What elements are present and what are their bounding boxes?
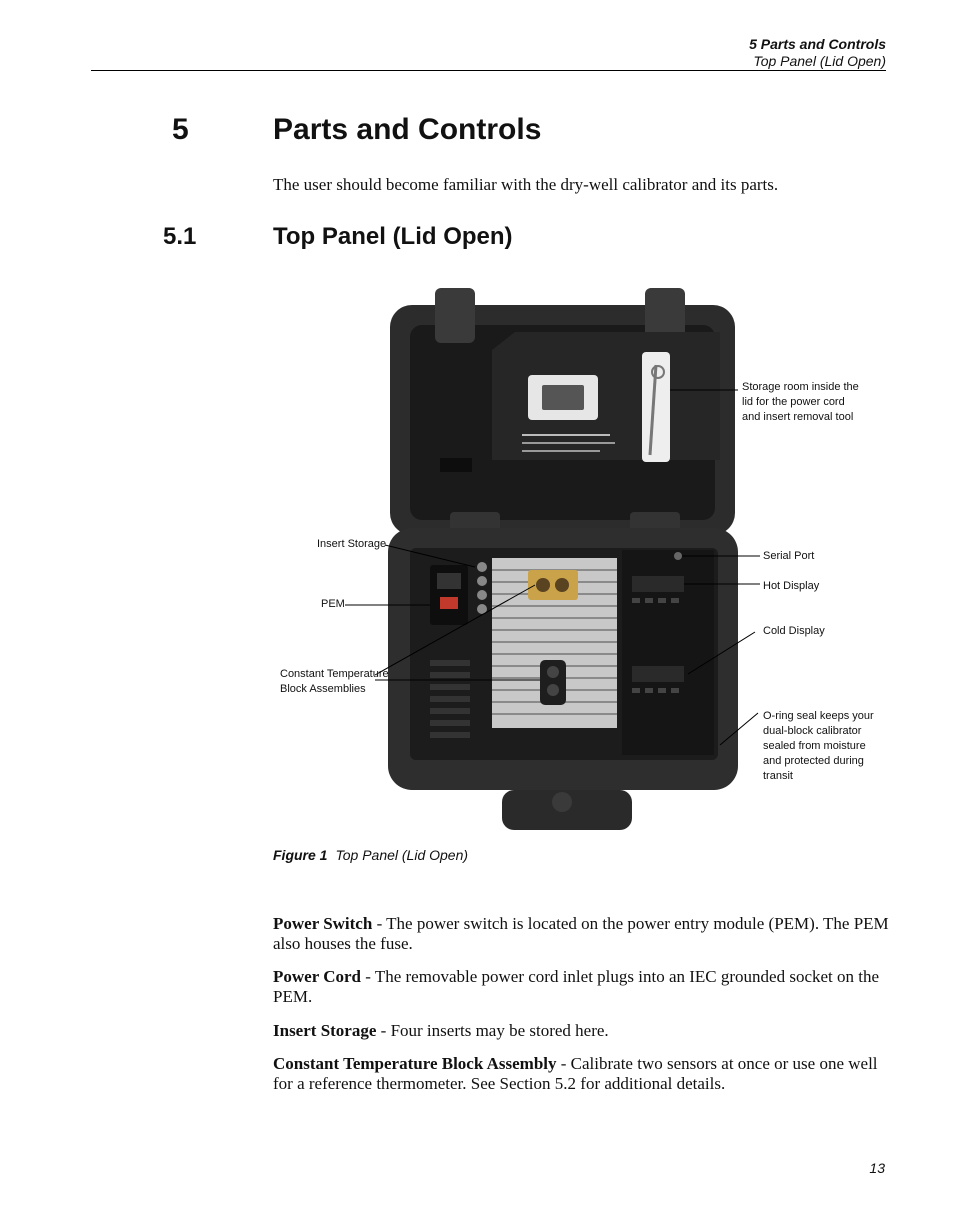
term-block-assembly: Constant Temperature Block Assembly	[273, 1054, 557, 1073]
paragraph-block-assembly: Constant Temperature Block Assembly - Ca…	[273, 1054, 893, 1094]
callout-hot-display: Hot Display	[763, 580, 820, 592]
chapter-number: 5	[172, 113, 189, 146]
paragraph-power-switch: Power Switch - The power switch is locat…	[273, 914, 893, 954]
desc-block-assembly: - Calibrate two sensors at once or use o…	[273, 1054, 878, 1093]
serial-port	[674, 552, 682, 560]
desc-power-cord: - The removable power cord inlet plugs i…	[273, 967, 880, 1006]
hot-block	[528, 570, 578, 600]
callout-leaders	[345, 389, 760, 746]
callout-oring-seal: O-ring seal keeps your dual-block calibr…	[763, 710, 874, 782]
callout-insert-storage: Insert Storage	[317, 538, 387, 550]
callout-serial-port: Serial Port	[763, 550, 815, 562]
base-vents	[430, 660, 470, 738]
lid-placard	[492, 332, 720, 460]
section-title: Top Panel (Lid Open)	[273, 223, 513, 250]
callout-constant-temperature: Constant Temperature Block Assemblies	[280, 668, 389, 695]
running-header-chapter: 5 Parts and Controls	[749, 36, 886, 52]
desc-power-switch: - The power switch is located on the pow…	[273, 914, 889, 953]
running-header-section: Top Panel (Lid Open)	[753, 53, 886, 69]
figure-caption-text: Top Panel (Lid Open)	[335, 847, 469, 863]
grill-bars	[492, 569, 617, 715]
header-rule	[91, 70, 886, 71]
chapter-title: Parts and Controls	[273, 113, 542, 146]
paragraph-insert-storage: Insert Storage - Four inserts may be sto…	[273, 1021, 893, 1041]
section-number: 5.1	[163, 223, 197, 250]
figure-caption: Figure 1 Top Panel (Lid Open)	[273, 847, 468, 863]
lid-latch-left	[435, 288, 475, 343]
cold-display-panel	[632, 666, 684, 682]
callout-cold-display: Cold Display	[763, 625, 825, 637]
figure-caption-label: Figure 1	[273, 847, 328, 863]
paragraph-power-cord: Power Cord - The removable power cord in…	[273, 967, 893, 1007]
removal-tool-slot	[642, 352, 670, 462]
hot-display-panel	[632, 576, 684, 592]
cold-block	[540, 660, 566, 705]
callout-pem: PEM	[321, 598, 345, 610]
callout-storage-room: Storage room inside the lid for the powe…	[742, 381, 859, 423]
term-power-cord: Power Cord	[273, 967, 361, 986]
term-power-switch: Power Switch	[273, 914, 373, 933]
page-number: 13	[869, 1160, 885, 1176]
term-insert-storage: Insert Storage	[273, 1021, 377, 1040]
figure-calibrator-photo: Storage room inside the lid for the powe…	[270, 280, 890, 840]
calibrator-illustration	[345, 288, 760, 830]
desc-insert-storage: - Four inserts may be stored here.	[376, 1021, 609, 1040]
intro-paragraph: The user should become familiar with the…	[273, 175, 779, 194]
lid-latch-right	[645, 288, 685, 343]
